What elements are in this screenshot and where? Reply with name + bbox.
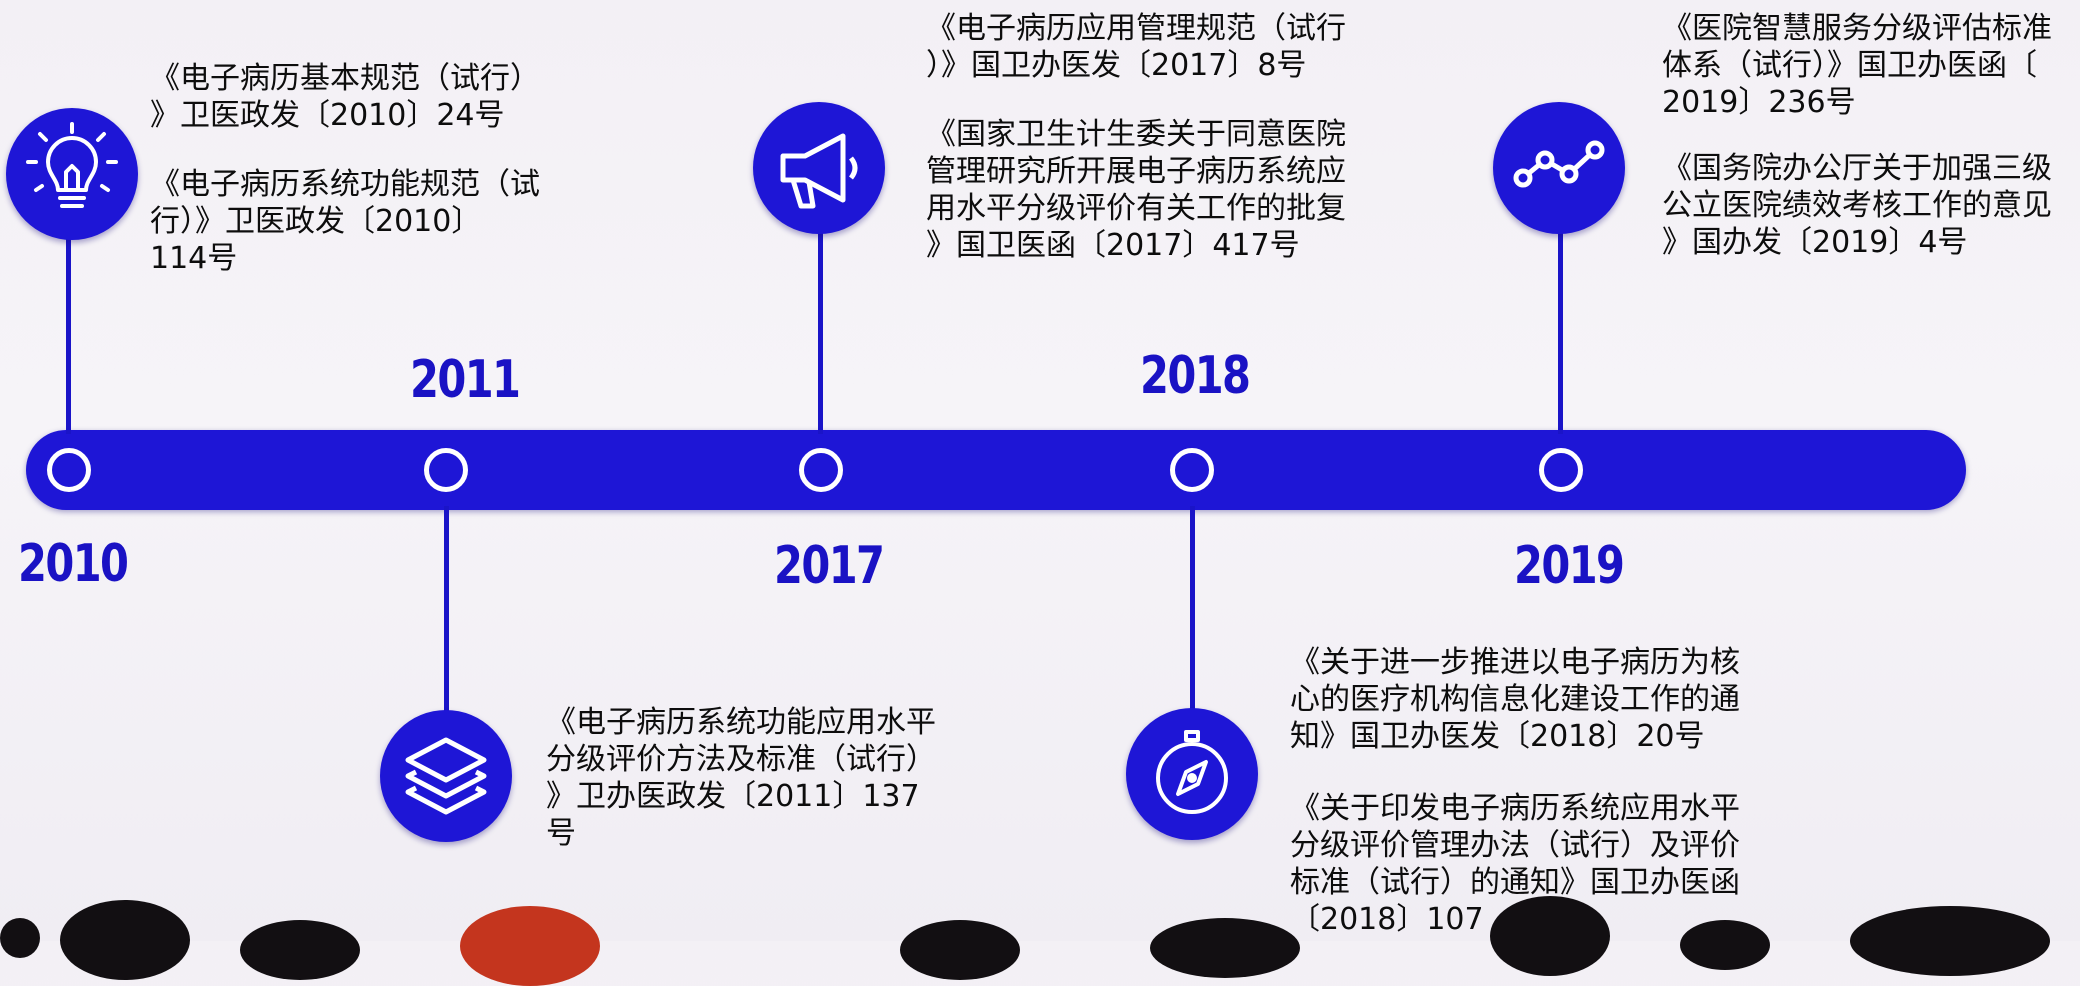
- audience-head-7: [1490, 896, 1610, 976]
- year-label-2010: 2010: [18, 534, 129, 594]
- compass-icon: [1156, 730, 1228, 814]
- stem-2010: [66, 238, 71, 434]
- node-2019: [1539, 448, 1583, 492]
- audience-head-1: [0, 918, 40, 958]
- note-2019-a: 《医院智慧服务分级评估标准 体系（试行）》国卫办医函〔 2019〕236号: [1662, 11, 2052, 120]
- note-2019-b: 《国务院办公厅关于加强三级 公立医院绩效考核工作的意见 》国办发〔2019〕4号: [1662, 151, 2052, 260]
- stem-2018: [1190, 506, 1195, 712]
- medal-2017: [753, 102, 885, 234]
- timeline-diagram: 2010 2011 2017 2018 2019 《电子病历基本规范（试行） 》…: [0, 11, 2052, 986]
- note-2018-b: 《关于印发电子病历系统应用水平 分级评价管理办法（试行）及评价 标准（试行）的通…: [1290, 791, 1740, 937]
- note-2010-a: 《电子病历基本规范（试行） 》卫医政发〔2010〕24号: [150, 61, 540, 133]
- layers-icon: [405, 737, 487, 815]
- note-2011-a: 《电子病历系统功能应用水平 分级评价方法及标准（试行） 》卫办医政发〔2011〕…: [546, 705, 936, 851]
- medal-2019: [1493, 102, 1625, 234]
- note-2018-a: 《关于进一步推进以电子病历为核 心的医疗机构信息化建设工作的通 知》国卫办医发〔…: [1290, 645, 1740, 754]
- audience-head-3: [240, 920, 360, 980]
- note-2010-b: 《电子病历系统功能规范（试 行）》卫医政发〔2010〕 114号: [150, 167, 540, 276]
- year-label-2011: 2011: [410, 350, 521, 410]
- node-2011: [424, 448, 468, 492]
- lightbulb-icon: [26, 122, 118, 208]
- node-2017: [799, 448, 843, 492]
- year-label-2018: 2018: [1140, 346, 1251, 406]
- medal-2011: [380, 710, 512, 842]
- year-label-2017: 2017: [774, 536, 885, 596]
- audience-head-2: [60, 900, 190, 980]
- audience-head-6: [1150, 918, 1300, 978]
- audience-head-9: [1850, 906, 2050, 976]
- stem-2017: [818, 232, 823, 434]
- audience-head-5: [900, 920, 1020, 980]
- medal-2010: [6, 108, 138, 240]
- medal-2018: [1126, 708, 1258, 840]
- stem-2019: [1558, 232, 1563, 434]
- timeline-bar: [26, 430, 1966, 510]
- year-label-2019: 2019: [1514, 536, 1625, 596]
- megaphone-icon: [780, 133, 858, 209]
- stem-2011: [444, 506, 449, 712]
- line-chart-icon: [1513, 140, 1605, 188]
- note-2017-a: 《电子病历应用管理规范（试行 ）》国卫办医发〔2017〕8号: [926, 11, 1346, 83]
- note-2017-b: 《国家卫生计生委关于同意医院 管理研究所开展电子病历系统应 用水平分级评价有关工…: [926, 117, 1346, 263]
- audience-head-4: [460, 906, 600, 986]
- node-2010: [47, 448, 91, 492]
- node-2018: [1170, 448, 1214, 492]
- audience-head-8: [1680, 920, 1770, 970]
